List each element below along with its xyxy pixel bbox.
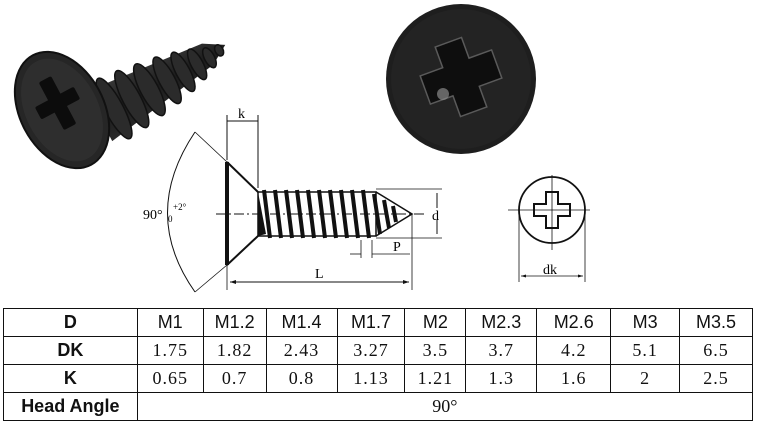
table-cell: 6.5	[679, 336, 753, 365]
label-p: P	[393, 240, 401, 255]
column-header: M2.3	[465, 308, 538, 337]
row-header-dk: DK	[3, 336, 138, 365]
table-cell: 1.13	[336, 364, 406, 393]
row-header-k: K	[3, 364, 138, 393]
label-angle-tol-upper: +2°	[173, 202, 187, 212]
screw-side-photo	[0, 0, 260, 200]
table-row-d: D M1 M1.2 M1.4 M1.7 M2 M2.3 M2.6 M3 M3.5	[3, 308, 753, 337]
label-dk: dk	[543, 263, 557, 278]
table-cell: 1.21	[404, 364, 467, 393]
screw-dimension-drawing: k 90° +2° 0	[130, 100, 460, 300]
table-cell: 5.1	[610, 336, 681, 365]
column-header: M2	[404, 308, 467, 337]
table-cell: 0.7	[202, 364, 267, 393]
head-dimension-drawing: dk	[490, 170, 600, 290]
row-header-d: D	[3, 308, 138, 337]
screw-spec-table: D M1 M1.2 M1.4 M1.7 M2 M2.3 M2.6 M3 M3.5…	[3, 308, 754, 421]
column-header: M2.6	[536, 308, 612, 337]
row-header-head-angle: Head Angle	[3, 392, 138, 421]
table-cell: 1.3	[465, 364, 538, 393]
table-cell: 0.8	[265, 364, 338, 393]
column-header: M1.7	[336, 308, 406, 337]
label-d: d	[432, 209, 439, 224]
table-cell: 3.27	[336, 336, 406, 365]
table-cell: 2.5	[679, 364, 753, 393]
column-header: M1.4	[265, 308, 338, 337]
table-row-k: K 0.65 0.7 0.8 1.13 1.21 1.3 1.6 2 2.5	[3, 364, 753, 393]
label-angle-tol-lower: 0	[168, 214, 173, 224]
column-header: M3	[610, 308, 681, 337]
label-k: k	[238, 107, 245, 122]
table-cell: 2	[610, 364, 681, 393]
label-angle: 90°	[143, 208, 163, 223]
table-cell: 2.43	[265, 336, 338, 365]
head-angle-value: 90°	[136, 392, 754, 421]
table-row-dk: DK 1.75 1.82 2.43 3.27 3.5 3.7 4.2 5.1 6…	[3, 336, 753, 365]
table-cell: 3.7	[465, 336, 538, 365]
column-header: M1.2	[202, 308, 267, 337]
table-cell: 1.6	[536, 364, 612, 393]
table-row-head-angle: Head Angle 90°	[3, 392, 754, 421]
table-cell: 0.65	[136, 364, 204, 393]
label-l: L	[315, 267, 324, 282]
column-header: M1	[136, 308, 204, 337]
table-cell: 4.2	[536, 336, 612, 365]
column-header: M3.5	[679, 308, 753, 337]
table-cell: 1.82	[202, 336, 267, 365]
screw-head-photo	[375, 2, 545, 157]
table-cell: 1.75	[136, 336, 204, 365]
table-cell: 3.5	[404, 336, 467, 365]
